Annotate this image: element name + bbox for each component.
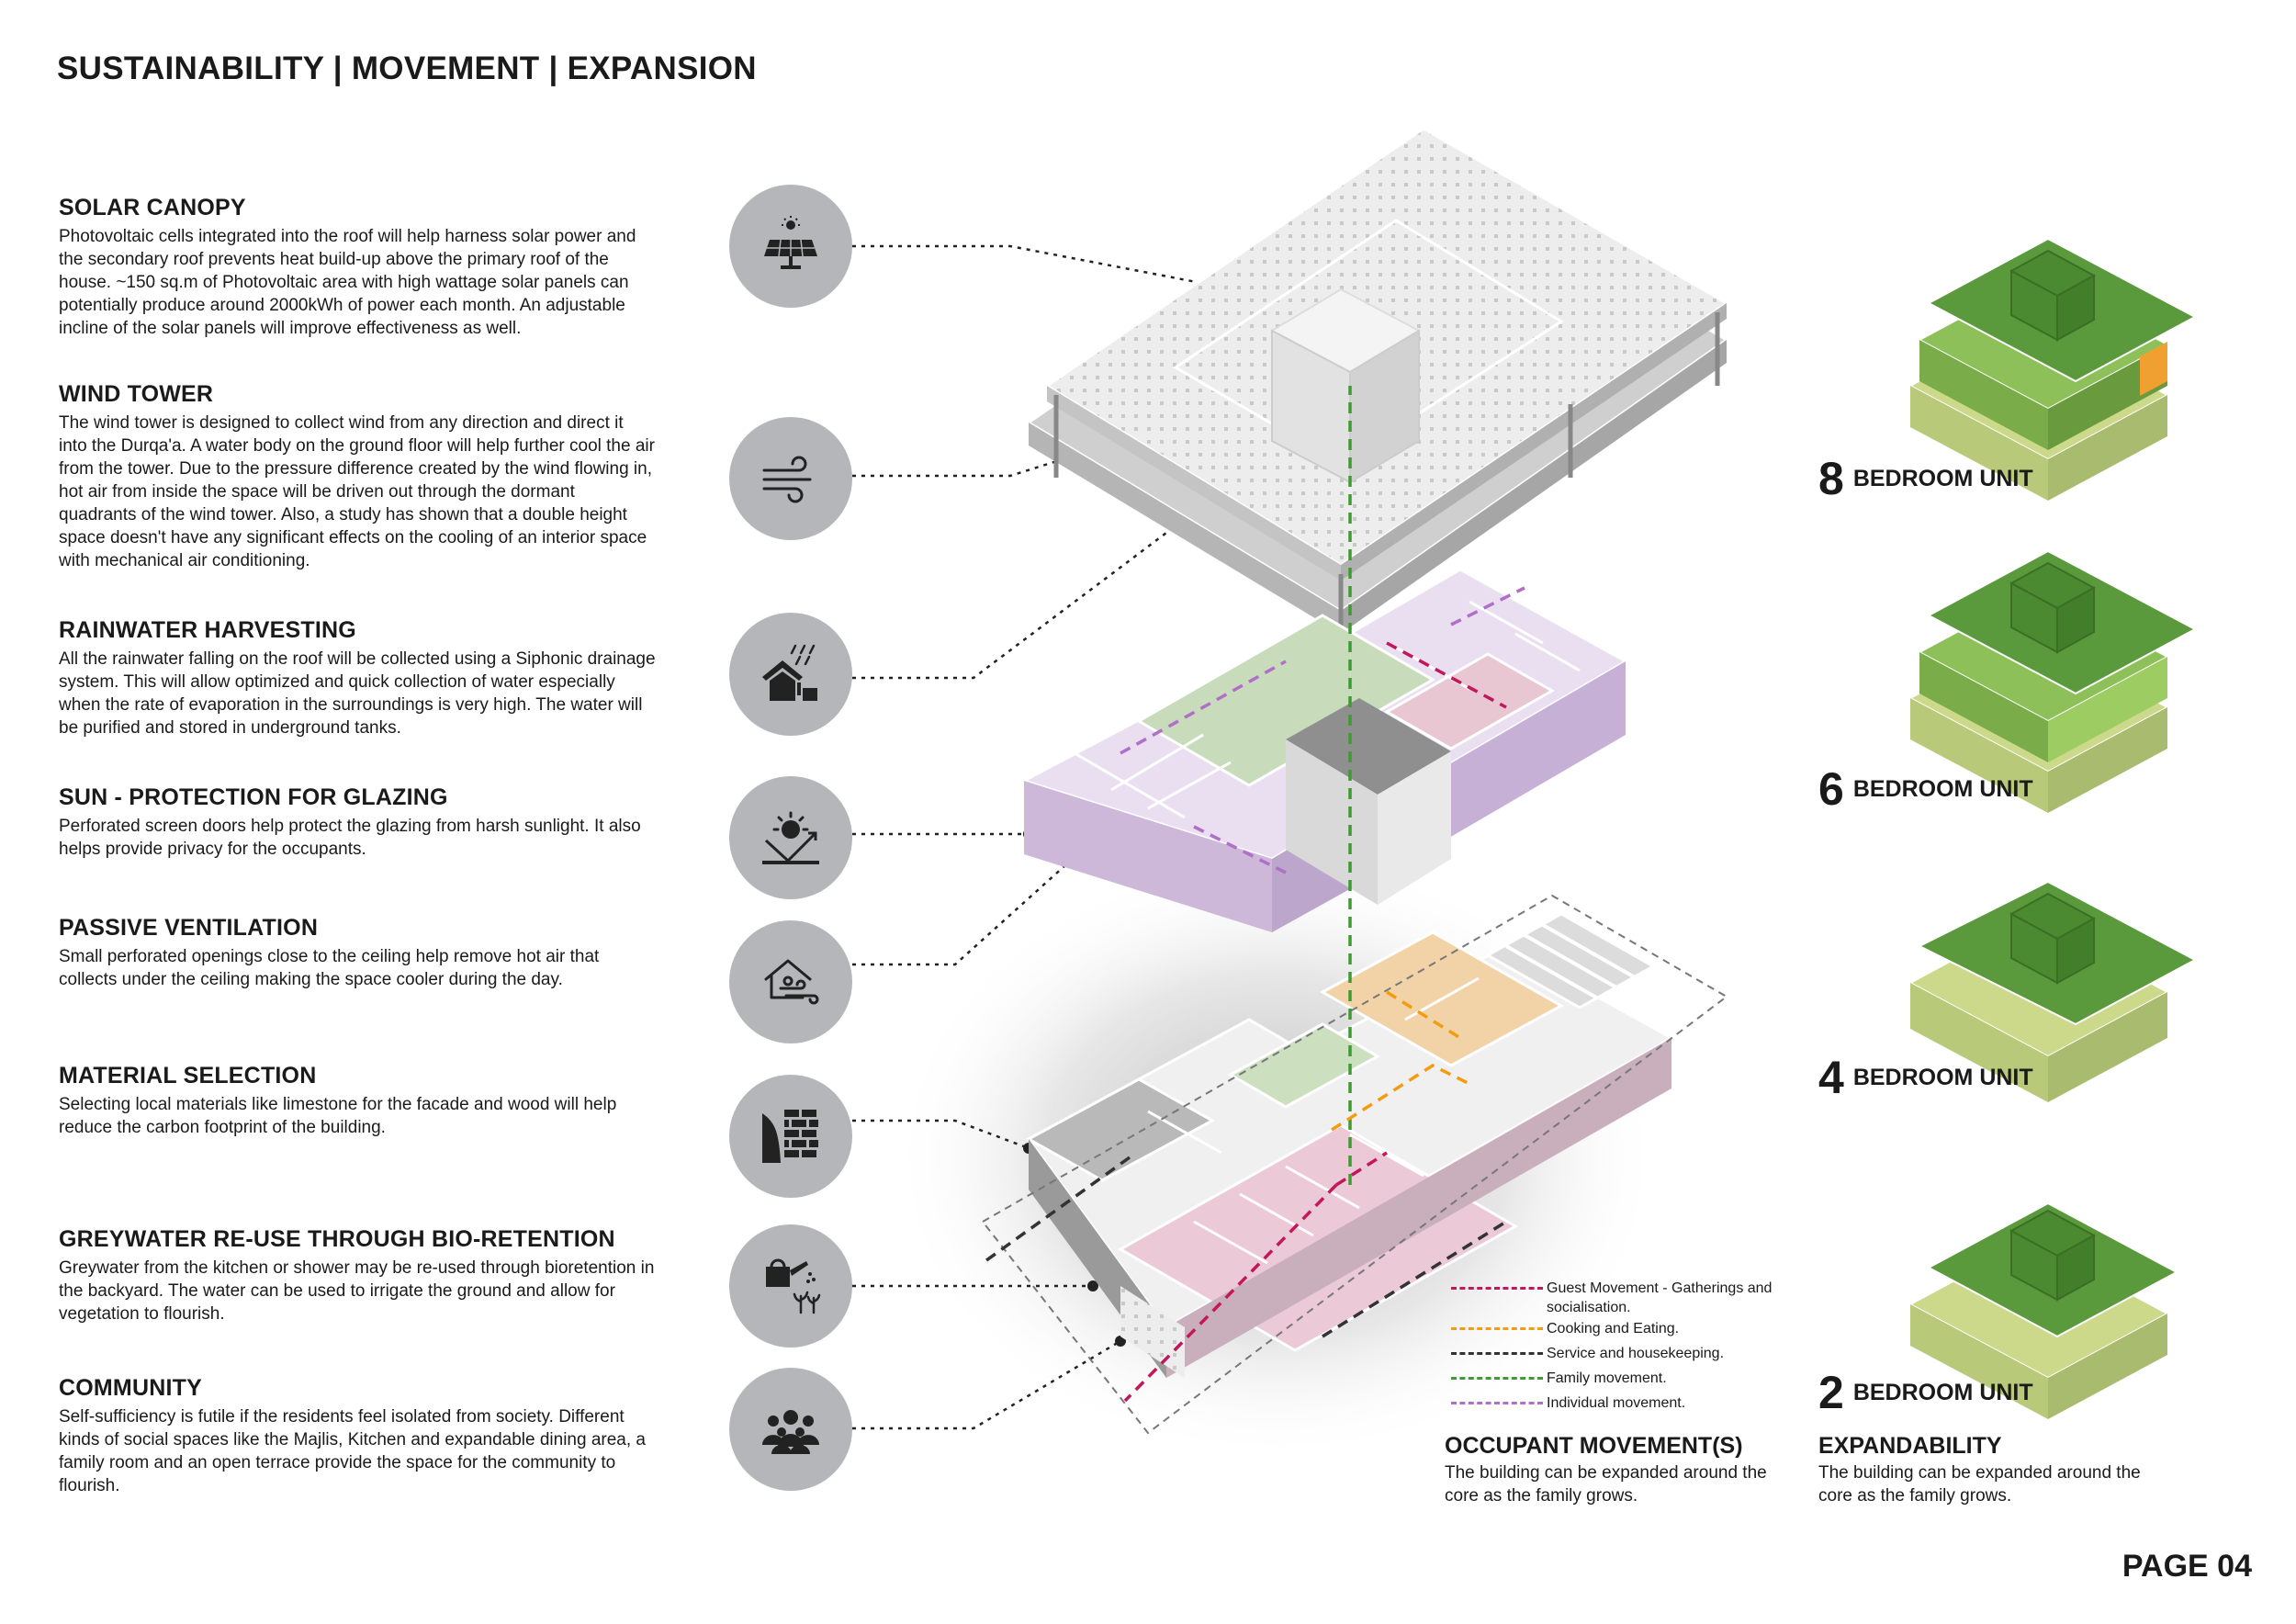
unit-label-8: 8 BEDROOM UNIT [1818, 452, 2033, 505]
legend-label: Family movement. [1547, 1370, 1667, 1386]
section-title: COMMUNITY [59, 1375, 202, 1401]
unit-label-2: 2 BEDROOM UNIT [1818, 1366, 2033, 1419]
legend-label: Service and housekeeping. [1547, 1346, 1725, 1361]
unit-2-bedroom-block [1908, 1201, 2179, 1419]
section-body: Small perforated openings close to the c… [59, 947, 600, 989]
section-title: MATERIAL SELECTION [59, 1063, 317, 1088]
section-title: SOLAR CANOPY [59, 195, 246, 220]
section-title: GREYWATER RE-USE THROUGH BIO-RETENTION [59, 1226, 615, 1252]
unit-text: BEDROOM UNIT [1852, 1064, 2033, 1090]
unit-number: 2 [1818, 1367, 1844, 1418]
section-body: Perforated screen doors help protect the… [59, 817, 641, 859]
watering-can-icon [729, 1224, 852, 1348]
caption-body: The building can be expanded around the … [1445, 1463, 1767, 1506]
unit-text: BEDROOM UNIT [1852, 1379, 2033, 1405]
section-sun-protection: SUN - PROTECTION FOR GLAZING Perforated … [59, 784, 656, 861]
section-title: WIND TOWER [59, 381, 214, 407]
section-body: Self-sufficiency is futile if the reside… [59, 1407, 646, 1495]
unit-text: BEDROOM UNIT [1852, 465, 2033, 491]
page-number: PAGE 04 [2122, 1549, 2252, 1584]
section-body: Selecting local materials like limestone… [59, 1095, 617, 1137]
caption-title: OCCUPANT MOVEMENT(S) [1445, 1433, 1743, 1459]
caption-body: The building can be expanded around the … [1818, 1463, 2141, 1506]
occupant-movement-caption: OCCUPANT MOVEMENT(S) The building can be… [1445, 1435, 1794, 1507]
section-title: RAINWATER HARVESTING [59, 617, 356, 643]
wind-icon [729, 417, 852, 540]
unit-number: 6 [1818, 763, 1844, 815]
legend-item-service: Service and housekeeping. [1451, 1344, 1818, 1369]
section-community: COMMUNITY Self-sufficiency is futile if … [59, 1375, 656, 1497]
section-body: The wind tower is designed to collect wi… [59, 413, 655, 570]
section-body: All the rainwater falling on the roof wi… [59, 649, 656, 738]
roof-solar-canopy [1026, 127, 1729, 643]
legend-label: Individual movement. [1547, 1395, 1686, 1411]
section-title: SUN - PROTECTION FOR GLAZING [59, 784, 448, 810]
expansion-units-diagram [1908, 237, 2198, 1419]
legend-item-guest: Guest Movement - Gatherings and socialis… [1451, 1279, 1818, 1319]
expandability-caption: EXPANDABILITY The building can be expand… [1818, 1435, 2167, 1507]
unit-label-4: 4 BEDROOM UNIT [1818, 1051, 2033, 1104]
legend-item-family: Family movement. [1451, 1369, 1818, 1393]
community-people-icon [729, 1368, 852, 1491]
sun-reflection-icon [729, 776, 852, 899]
movement-arrows [981, 386, 1525, 1403]
section-greywater: GREYWATER RE-USE THROUGH BIO-RETENTION G… [59, 1226, 656, 1325]
section-rainwater-harvesting: RAINWATER HARVESTING All the rainwater f… [59, 617, 656, 739]
caption-title: EXPANDABILITY [1818, 1433, 2002, 1459]
ground-floor-plan [981, 894, 1728, 1435]
ventilation-house-icon [729, 920, 852, 1043]
unit-text: BEDROOM UNIT [1852, 775, 2033, 802]
solar-panel-icon [729, 185, 852, 308]
unit-4-bedroom-block [1908, 880, 2198, 1102]
legend-item-cooking: Cooking and Eating. [1451, 1319, 1818, 1344]
section-body: Greywater from the kitchen or shower may… [59, 1258, 655, 1324]
movement-legend: Guest Movement - Gatherings and socialis… [1451, 1279, 1818, 1418]
section-wind-tower: WIND TOWER The wind tower is designed to… [59, 381, 656, 572]
unit-number: 4 [1818, 1052, 1844, 1103]
unit-6-bedroom-block [1908, 549, 2198, 813]
unit-label-6: 6 BEDROOM UNIT [1818, 762, 2033, 816]
first-floor-plan [1020, 568, 1629, 932]
section-solar-canopy: SOLAR CANOPY Photovoltaic cells integrat… [59, 195, 656, 340]
legend-item-individual: Individual movement. [1451, 1393, 1818, 1418]
page-title: SUSTAINABILITY | MOVEMENT | EXPANSION [57, 51, 757, 86]
unit-number: 8 [1818, 453, 1844, 504]
leader-lines [852, 244, 1303, 1430]
section-passive-ventilation: PASSIVE VENTILATION Small perforated ope… [59, 915, 656, 991]
legend-label: Cooking and Eating. [1547, 1321, 1680, 1336]
section-body: Photovoltaic cells integrated into the r… [59, 227, 636, 338]
section-title: PASSIVE VENTILATION [59, 915, 319, 941]
unit-8-bedroom-block [1908, 237, 2198, 501]
rain-house-icon [729, 613, 852, 736]
legend-label: Guest Movement - Gatherings and socialis… [1547, 1280, 1773, 1315]
section-material-selection: MATERIAL SELECTION Selecting local mater… [59, 1063, 656, 1139]
brick-wall-icon [729, 1075, 852, 1198]
